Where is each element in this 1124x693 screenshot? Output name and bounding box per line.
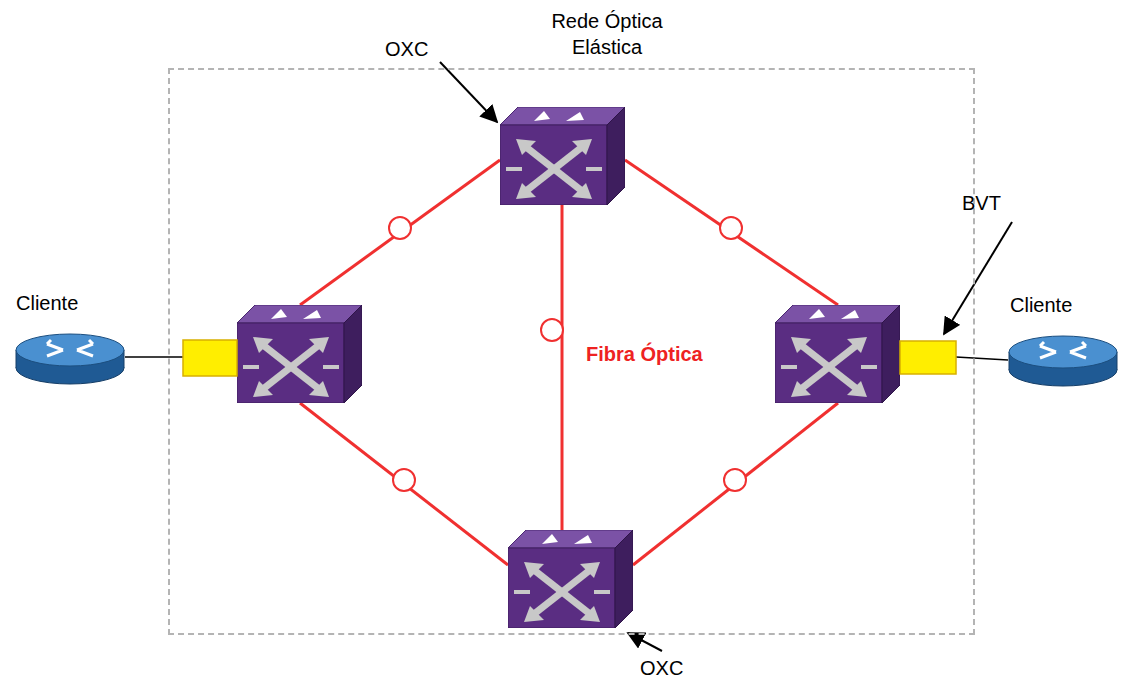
fiber-spool (541, 319, 563, 341)
bvt-transceiver (183, 340, 237, 376)
region-title: Rede Óptica Elástica (542, 8, 672, 60)
oxc-switch (500, 107, 625, 205)
oxc-switch (775, 305, 900, 403)
callout-label: BVT (962, 190, 1001, 216)
fiber-spool (720, 217, 742, 239)
fiber-label: Fibra Óptica (586, 341, 703, 367)
client-link (956, 357, 1008, 360)
callout-label: OXC (385, 36, 428, 62)
bvt-transceiver (900, 341, 956, 374)
fiber-line (625, 160, 838, 305)
fiber-line (300, 403, 508, 565)
client-node: Cliente (12, 288, 83, 318)
oxc-switch (508, 530, 633, 628)
fiber-spool (393, 469, 415, 491)
callout-label: OXC (640, 655, 683, 681)
callout-arrow (944, 222, 1012, 334)
client-node: Cliente (1006, 290, 1077, 320)
callout-arrow (440, 62, 497, 122)
client-router (16, 334, 124, 384)
fiber-spool (724, 469, 746, 491)
fiber-line (300, 160, 500, 305)
callout-arrow (628, 633, 662, 651)
network-region: Rede Óptica Elástica (168, 68, 975, 635)
fiber-line (561, 205, 564, 530)
oxc-switch (237, 305, 362, 403)
client-label: Cliente (1010, 292, 1073, 318)
fiber-line (633, 403, 838, 565)
fiber-links (300, 160, 838, 565)
callout-arrows (440, 62, 1012, 651)
client-link (125, 356, 183, 358)
client-label: Cliente (16, 290, 79, 316)
client-router (1009, 336, 1117, 386)
fiber-spools (389, 217, 746, 491)
fiber-spool (389, 217, 411, 239)
